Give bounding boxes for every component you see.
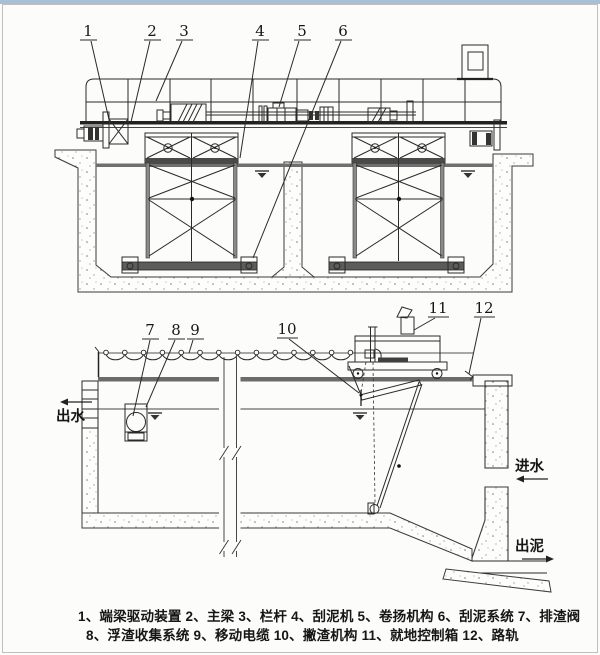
callout-5: 5 — [278, 22, 311, 108]
sludge-out-annotation: 出泥 — [515, 537, 554, 563]
callout-number: 11 — [428, 299, 447, 317]
legend: 1、端梁驱动装置 2、主梁 3、栏杆 4、刮泥机 5、卷扬机构 6、刮泥系统 7… — [78, 608, 580, 643]
callout-6: 6 — [252, 22, 352, 259]
rail — [98, 377, 473, 382]
callout-number: 4 — [255, 22, 265, 40]
legend-line-1: 1、端梁驱动装置 2、主梁 3、栏杆 4、刮泥机 5、卷扬机构 6、刮泥系统 7… — [78, 608, 580, 624]
leader-line — [90, 40, 111, 125]
tank-top-edge-line — [96, 163, 493, 167]
leader-line — [132, 339, 151, 417]
page-border — [2, 4, 598, 653]
callout-1: 1 — [80, 22, 111, 125]
callout-number: 8 — [171, 321, 181, 339]
leader-line — [413, 317, 436, 331]
outlet-launder — [81, 380, 99, 514]
left-arrow-icon — [516, 475, 524, 483]
callout-12: 12 — [464, 299, 495, 381]
callout-9: 9 — [187, 321, 204, 354]
skimmer-arm — [376, 381, 420, 507]
callout-7: 7 — [132, 321, 159, 417]
festoon-cable — [94, 346, 354, 377]
callout-number: 5 — [297, 22, 307, 40]
callout-number: 3 — [179, 22, 189, 40]
top-blue-bar — [0, 0, 600, 4]
end-beam-drive-right — [469, 119, 501, 151]
bridge — [76, 44, 507, 151]
callout-4: 4 — [239, 22, 269, 159]
callout-number: 10 — [277, 320, 296, 338]
callout-8: 8 — [145, 321, 185, 408]
leader-line — [130, 40, 151, 123]
leader-line — [188, 339, 194, 354]
main-girder — [80, 121, 507, 125]
break-lines — [219, 357, 242, 557]
arm-roller — [369, 504, 380, 514]
center-divider-wall — [270, 161, 316, 278]
legend-line-2: 8、浮渣收集系统 9、移动电缆 10、撇渣机构 11、就地控制箱 12、路轨 — [86, 627, 519, 643]
callout-3: 3 — [155, 22, 193, 102]
callout-10: 10 — [277, 320, 360, 394]
skimmer-mechanism — [348, 361, 423, 515]
leader-line — [155, 40, 183, 102]
leader-line — [278, 40, 300, 108]
inlet-label: 进水 — [515, 457, 544, 475]
leader-line — [252, 40, 342, 259]
tank-concrete — [54, 149, 534, 293]
callout-number: 1 — [83, 22, 93, 40]
leader-line — [239, 40, 259, 159]
bridge-control-cab — [457, 44, 493, 81]
lower-longitudinal-view: 出水 进水 出泥 7 8 9 — [56, 299, 554, 593]
callout-number: 12 — [474, 299, 493, 317]
leader-line — [468, 317, 482, 375]
gearbox-unit — [367, 100, 414, 123]
break-mask — [219, 368, 241, 562]
handrail-posts — [127, 79, 466, 121]
callout-number: 6 — [338, 22, 348, 40]
inlet-wall — [471, 374, 513, 562]
carriage-wheel — [431, 368, 443, 379]
carriage-wheel — [352, 368, 364, 379]
callout-number: 2 — [147, 22, 157, 40]
end-beam-drive-left — [76, 111, 129, 149]
leader-line — [145, 339, 176, 408]
scraper-drive-machine — [156, 103, 207, 123]
beacon — [396, 306, 413, 319]
upper-cross-section-view: 1 2 3 4 5 6 — [54, 22, 534, 293]
callout-11: 11 — [413, 299, 449, 331]
callout-number: 9 — [190, 321, 200, 339]
handrail — [85, 78, 502, 124]
inlet-annotation: 进水 — [515, 457, 548, 483]
outlet-label: 出水 — [56, 407, 85, 425]
outlet-annotation: 出水 — [56, 398, 92, 425]
sludge-out-label: 出泥 — [515, 537, 544, 555]
callout-2: 2 — [130, 22, 161, 123]
leader-line — [288, 338, 360, 394]
scum-collection-box — [124, 403, 148, 442]
left-arrow-icon — [60, 398, 68, 406]
carriage — [347, 306, 448, 379]
callout-number: 7 — [145, 321, 155, 339]
hopper-bottom — [442, 568, 552, 593]
right-arrow-icon — [546, 555, 554, 563]
